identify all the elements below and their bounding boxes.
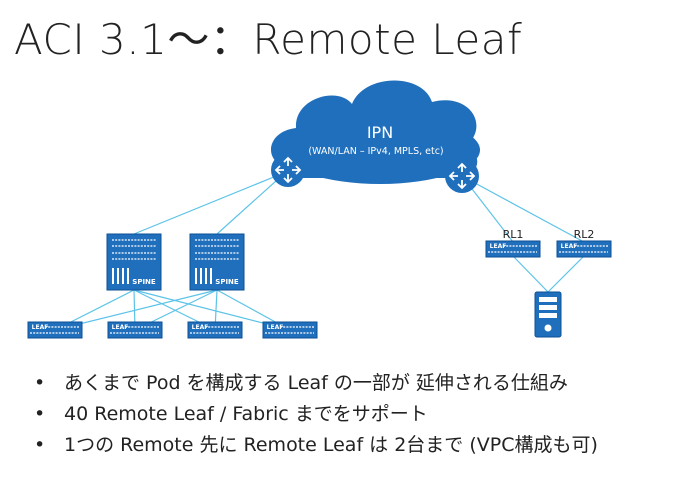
leaf-label: LEAF: [490, 243, 507, 250]
slide-title: ACI 3.1～：Remote Leaf: [14, 15, 523, 64]
leaf-label: LEAF: [112, 324, 129, 331]
server-icon: [534, 291, 562, 338]
bullet-list: あくまで Pod を構成する Leaf の一部が 延伸される仕組み 40 Rem…: [34, 368, 598, 461]
bullet-item: 1つの Remote 先に Remote Leaf は 2台まで (VPC構成も…: [34, 430, 598, 461]
leaf-label: LEAF: [561, 243, 578, 250]
leaf-label: LEAF: [192, 324, 209, 331]
leaf-label: LEAF: [267, 324, 284, 331]
router-icon: [270, 152, 306, 188]
network-diagram: IPN (WAN/LAN – IPv4, MPLS, etc) SPINE SP…: [27, 80, 612, 339]
ipn-label: IPN: [367, 123, 393, 142]
bullet-item: あくまで Pod を構成する Leaf の一部が 延伸される仕組み: [34, 368, 598, 399]
bullet-item: 40 Remote Leaf / Fabric までをサポート: [34, 399, 598, 430]
spine-label: SPINE: [215, 278, 239, 286]
ipn-cloud: [270, 80, 480, 184]
rl1-label: RL1: [503, 228, 524, 241]
rl2-label: RL2: [574, 228, 595, 241]
spine-label: SPINE: [132, 278, 156, 286]
ipn-sublabel: (WAN/LAN – IPv4, MPLS, etc): [308, 146, 443, 157]
router-icon: [444, 158, 480, 194]
leaf-label: LEAF: [32, 324, 49, 331]
